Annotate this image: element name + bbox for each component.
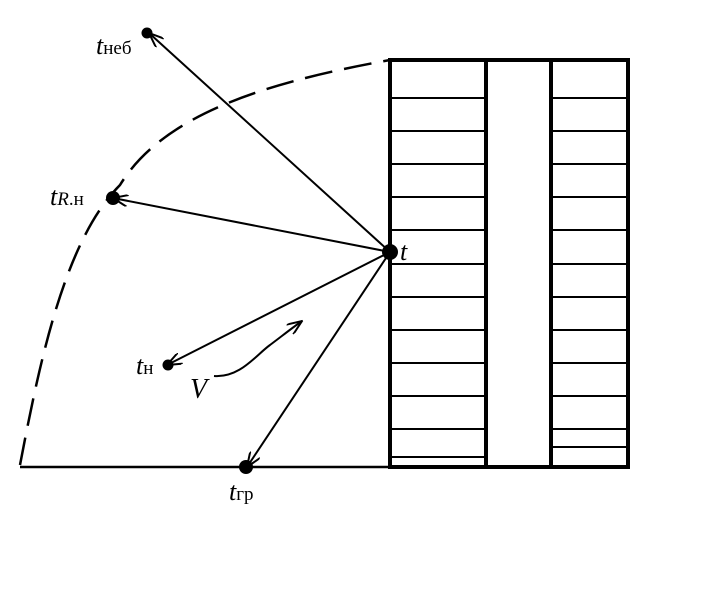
point-air xyxy=(162,359,174,371)
label-volume: V xyxy=(190,374,210,405)
point-rn xyxy=(106,191,120,205)
arrow-to-rn xyxy=(113,198,391,253)
boundary-dashed-curve xyxy=(18,58,391,466)
label-t-sky: tнеб xyxy=(96,31,132,60)
point-surface xyxy=(382,244,398,260)
label-t-surface: t xyxy=(400,237,408,266)
wall-right-rungs xyxy=(551,97,628,448)
wall-structure xyxy=(388,58,630,469)
wall-left-rungs xyxy=(390,97,486,458)
arrow-to-ground xyxy=(247,251,391,467)
label-t-ground: tгр xyxy=(229,477,254,506)
volume-curve-arrow xyxy=(213,321,302,378)
label-t-air: tн xyxy=(136,351,153,380)
arrow-to-sky xyxy=(149,33,391,253)
point-ground xyxy=(239,460,253,474)
arrow-to-air xyxy=(167,251,391,365)
label-t-rn: tR.н xyxy=(50,182,84,211)
point-sky xyxy=(141,27,153,39)
